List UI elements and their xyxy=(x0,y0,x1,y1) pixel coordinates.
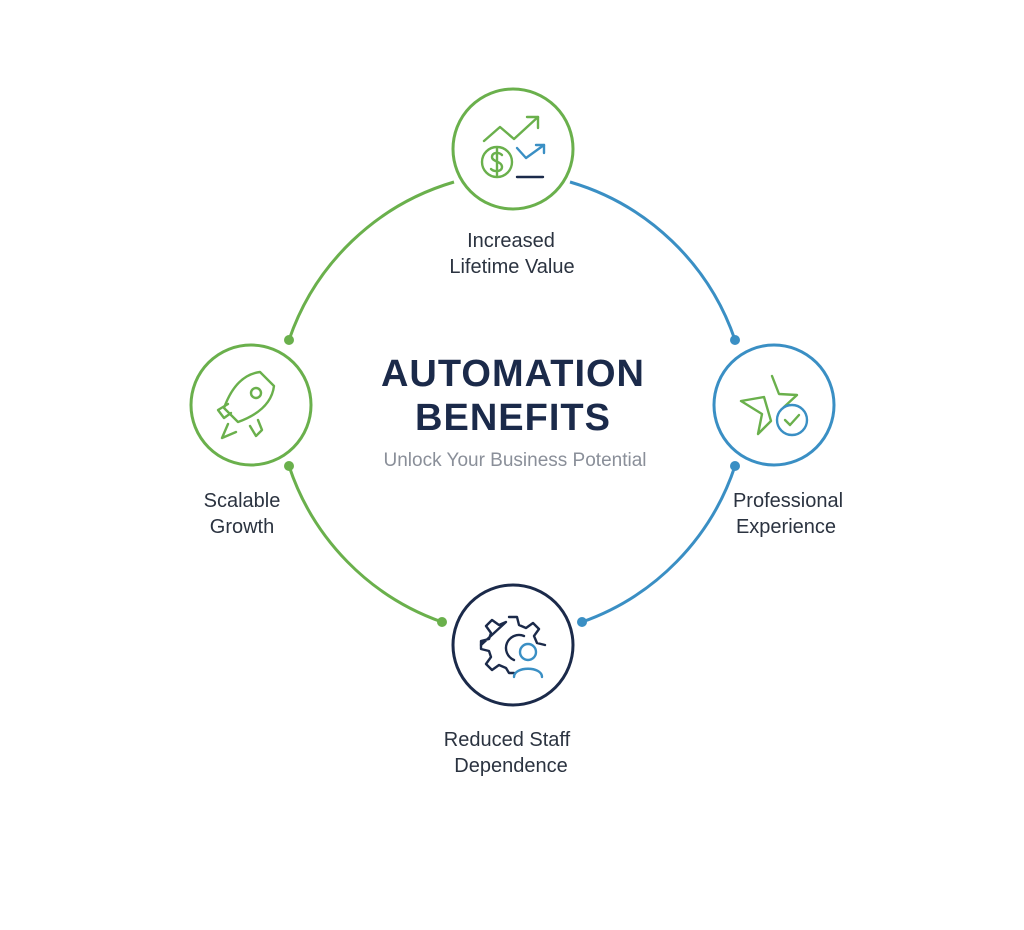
node-circle xyxy=(189,343,313,467)
center-title-line1: AUTOMATION xyxy=(381,353,645,395)
arc-endpoint-dot xyxy=(730,461,740,471)
arc-endpoint-dot xyxy=(730,335,740,345)
node-circle xyxy=(451,87,575,211)
node-label-line1: Scalable xyxy=(204,490,281,512)
arc-endpoint-dot xyxy=(284,335,294,345)
arc-top-to-right xyxy=(569,180,737,341)
node-circle xyxy=(451,583,575,707)
cycle-ring xyxy=(284,180,740,627)
node-label-line1: Professional xyxy=(733,490,843,512)
rocket-icon xyxy=(216,370,276,440)
node-professional-experience: Professional Experience xyxy=(712,343,843,538)
arc-endpoint-dot xyxy=(437,617,447,627)
node-label-line1: Increased xyxy=(467,230,555,252)
node-reduced-staff-dependence: Reduced Staff Dependence xyxy=(444,583,575,777)
center-subtitle: Unlock Your Business Potential xyxy=(384,450,647,471)
dollar-growth-chart-icon xyxy=(480,115,546,179)
center-title-line2: BENEFITS xyxy=(415,397,611,439)
node-label-line2: Experience xyxy=(736,516,836,538)
arc-endpoint-dot xyxy=(577,617,587,627)
node-label-line2: Dependence xyxy=(454,755,567,777)
arc-endpoint-dot xyxy=(284,461,294,471)
arc-right-to-bottom xyxy=(581,465,737,624)
gear-person-icon xyxy=(479,615,547,679)
node-increased-lifetime-value: Increased Lifetime Value xyxy=(449,87,575,278)
node-label-line2: Lifetime Value xyxy=(449,256,574,278)
node-label-line2: Growth xyxy=(210,516,274,538)
node-circle xyxy=(712,343,836,467)
arc-left-to-top xyxy=(287,180,455,341)
star-check-icon xyxy=(739,374,809,437)
arc-bottom-to-left xyxy=(287,465,443,624)
node-label-line1: Reduced Staff xyxy=(444,729,571,751)
node-scalable-growth: Scalable Growth xyxy=(189,343,313,538)
center-title-block: AUTOMATION BENEFITS Unlock Your Business… xyxy=(381,353,647,471)
